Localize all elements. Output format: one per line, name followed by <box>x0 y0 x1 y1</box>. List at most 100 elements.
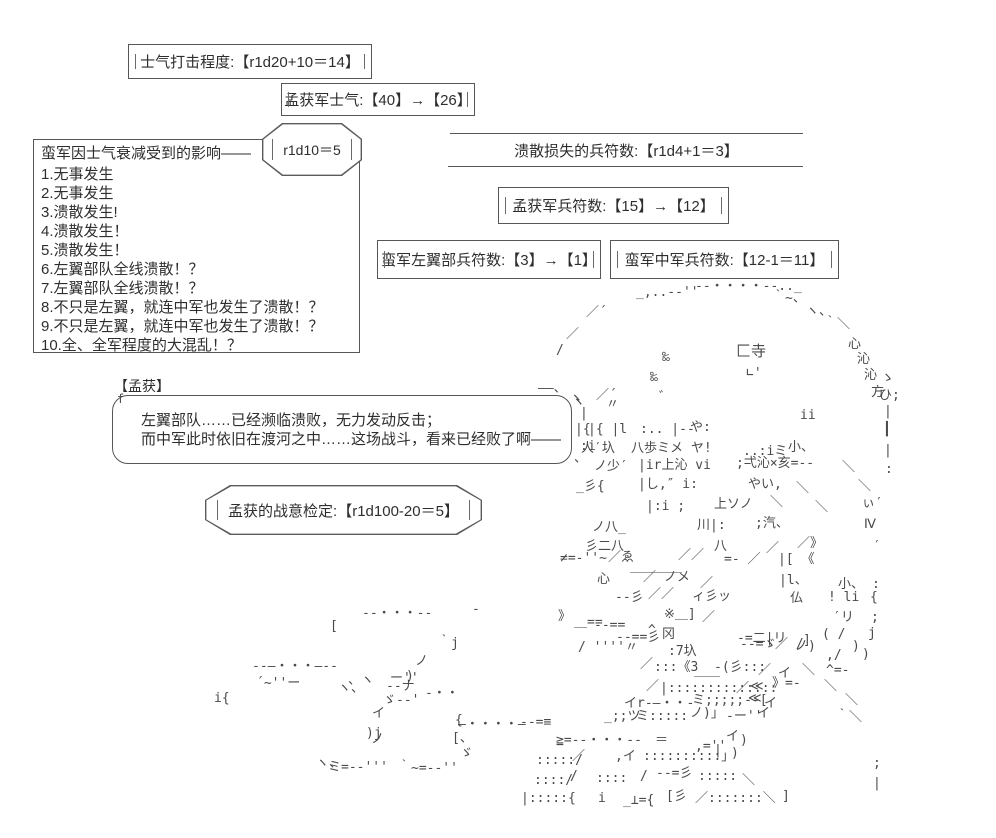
ascii-art-fragment: -(彡::: <box>714 660 767 675</box>
roll-d10-text: r1d10＝5 <box>283 141 341 158</box>
octagon-fill <box>263 124 361 175</box>
ascii-art-fragment: 沁 <box>857 352 871 367</box>
ascii-art-fragment: ゞ <box>460 746 474 761</box>
ascii-art-fragment: 彡二八 <box>585 539 625 554</box>
ascii-art-fragment: =- ／ <box>724 552 761 567</box>
ascii-art-fragment: ≧=--・・・-- <box>556 733 642 748</box>
ascii-art-fragment: | <box>873 776 881 791</box>
ascii-art-fragment: ／ ノメ <box>643 570 690 585</box>
ascii-art-fragment: | <box>580 406 588 421</box>
effect-list-item: 3.溃散发生! <box>41 204 118 221</box>
ascii-art-fragment: 川|: <box>697 518 726 533</box>
effect-list-item: 4.溃散发生！ <box>41 223 129 240</box>
ascii-art-fragment: --=彡 <box>656 766 693 781</box>
ascii-art-fragment: :7圦 <box>668 644 697 659</box>
ascii-art-fragment: 仏 <box>790 591 804 606</box>
ascii-art-fragment: / <box>556 343 564 358</box>
ascii-art-fragment: |し,″ i: <box>638 477 698 492</box>
ascii-art-fragment: ミ=-‐''' <box>328 760 388 775</box>
ascii-art-fragment: |{ <box>575 422 591 437</box>
octagon-tick <box>272 138 273 161</box>
ascii-art-fragment: |:::::{ <box>521 791 576 806</box>
ascii-art-fragment: 匚寺 <box>736 342 767 360</box>
ascii-art-fragment: 冈 <box>662 627 676 642</box>
ascii-art-fragment: や: <box>690 420 711 435</box>
effect-list-item: 9.不只是左翼，就连中军也发生了溃散！？ <box>41 318 324 335</box>
ascii-art-fragment: ｀j <box>438 636 459 651</box>
will-check-text: 孟获的战意检定:【r1d100-20＝5】 <box>228 502 459 520</box>
left-wing-tokens-text: 蛮军左翼部兵符数:【3】→【1】 <box>381 252 597 269</box>
ascii-art-fragment: ノ)」 <box>690 706 724 721</box>
ascii-art-fragment: --== <box>594 618 626 633</box>
menghuo-morale-text: 孟获军士气:【40】→【26】 <box>284 92 472 109</box>
ascii-art-fragment: -=二|リ <box>737 631 787 646</box>
dialogue-line-1: 左翼部队……已经濒临溃败，无力发动反击； <box>141 412 442 429</box>
ascii-art-fragment: --彡 <box>615 590 644 605</box>
center-tokens-box: 蛮军中军兵符数:【12-1＝11】 <box>610 240 839 279</box>
ascii-art-fragment: ／ / <box>775 637 804 652</box>
ascii-art-fragment: ／´ <box>596 388 617 403</box>
ascii-art-fragment: ヽ、 <box>806 304 833 319</box>
ascii-art-fragment: ―・・・・― <box>458 717 526 732</box>
ascii-art-fragment: -ー'' <box>726 709 763 724</box>
ascii-art-fragment: ＼ <box>858 479 872 494</box>
ascii-art-fragment: 小、 <box>838 577 865 592</box>
ascii-art-fragment: ——、 <box>538 381 567 396</box>
morale-effects-title: 蛮军因士气衰减受到的影响—— <box>41 145 252 162</box>
ascii-art-fragment: ≪ <box>750 679 764 694</box>
ascii-art-fragment: ／ <box>572 749 586 764</box>
ascii-art-fragment: ＼ <box>796 481 810 496</box>
ascii-art-fragment: ／》 <box>797 536 824 551</box>
ascii-art-fragment: |:::::::::::::: <box>660 681 778 696</box>
menghuo-tokens-text: 孟获军兵符数:【15】→【12】 <box>512 198 715 215</box>
effect-list-item: 5.溃散发生！ <box>41 242 129 259</box>
ascii-art-fragment: ＿== <box>574 615 603 630</box>
menghuo-tokens-box: 孟获军兵符数:【15】→【12】 <box>498 187 729 224</box>
ascii-art-fragment: ,イ <box>615 749 636 764</box>
ascii-art-fragment: --=ゞ <box>740 637 777 652</box>
ascii-art-fragment: ミ::::: <box>636 709 689 724</box>
ascii-art-fragment: 八 <box>714 539 728 554</box>
ascii-art-fragment: ＼ <box>742 773 756 788</box>
ascii-art-fragment: ｀~、 <box>772 291 806 306</box>
ascii-art-fragment: ＼ <box>845 693 859 708</box>
dialogue-bubble: 左翼部队……已经濒临溃败，无力发动反击； 而中军此时依旧在渡河之中……这场战斗，… <box>112 395 572 464</box>
ascii-art-fragment: 、 <box>574 451 588 466</box>
ascii-art-fragment: ) <box>852 639 860 654</box>
ascii-art-fragment: _彡{ <box>576 479 605 494</box>
ascii-art-fragment: 心 <box>848 337 862 352</box>
ascii-art-fragment: ＼ <box>770 495 784 510</box>
ascii-art-fragment: { <box>455 713 463 728</box>
ascii-art-fragment: 、ヽ <box>348 673 375 688</box>
ascii-art-fragment: ::::/ <box>534 773 574 788</box>
ascii-art-fragment: イ <box>726 729 740 744</box>
ascii-art-fragment: ; <box>871 610 879 625</box>
ascii-art-fragment: | <box>884 404 892 419</box>
ascii-art-fragment: ノ) <box>795 639 816 654</box>
ascii-art-fragment: イ <box>757 706 771 721</box>
ascii-art-fragment: ノ <box>371 732 385 747</box>
ascii-art-fragment: [彡 <box>666 789 687 804</box>
ascii-art-fragment: ノ八_ <box>592 520 626 535</box>
ascii-art-fragment: ／ <box>702 610 716 625</box>
ascii-art-fragment: :::《3 <box>654 660 699 675</box>
ascii-art-fragment: ii <box>800 408 816 423</box>
ascii-art-fragment: 沁 <box>864 368 878 383</box>
ascii-art-fragment: ∟' <box>746 366 762 381</box>
ascii-art-fragment: ミ;;;;;--[ <box>692 693 768 708</box>
ascii-art-fragment: ) <box>862 647 870 662</box>
ascii-art-fragment: ／／ <box>648 587 675 602</box>
ascii-art-fragment: ＼ <box>802 663 816 678</box>
effect-list-item: 10.全、全军程度的大混乱！？ <box>41 337 242 354</box>
morale-hit-text: 士气打击程度:【r1d20+10＝14】 <box>140 54 360 71</box>
ascii-art-fragment: ヽ、 <box>338 681 365 696</box>
octagon-tick <box>217 500 218 520</box>
ascii-art-fragment: ゛ <box>659 390 673 405</box>
ascii-art-fragment: ) <box>731 746 739 761</box>
ascii-art-fragment: ′ <box>873 539 881 554</box>
ascii-art-fragment: ＼ <box>815 500 829 515</box>
ascii-art-fragment: ー'' <box>390 671 419 686</box>
ascii-art-fragment: ゝ <box>881 371 895 386</box>
ascii-art-fragment: ;汽、 <box>755 516 789 531</box>
